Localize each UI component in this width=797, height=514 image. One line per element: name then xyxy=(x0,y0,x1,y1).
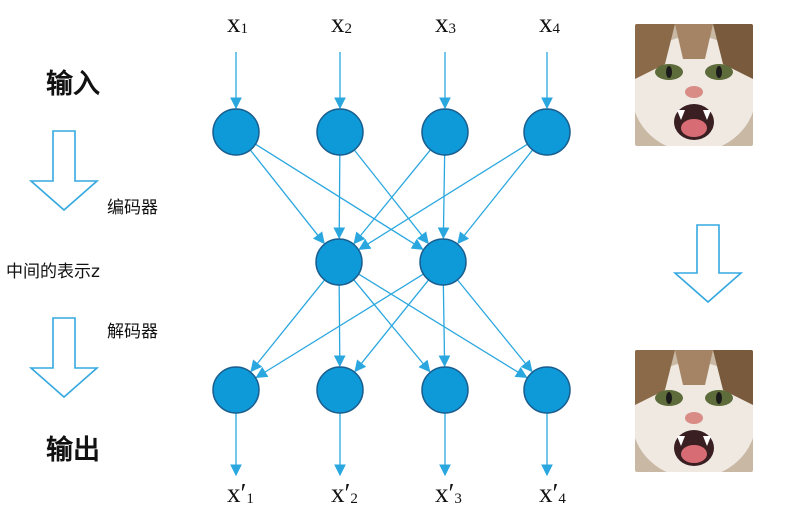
output-var-x3-prime: x′3 xyxy=(435,478,462,508)
output-var-x4-prime: x′4 xyxy=(539,478,566,508)
output-node-3 xyxy=(421,366,469,414)
decoder-flow-arrow-icon xyxy=(28,317,100,399)
input-label: 输入 xyxy=(46,69,100,100)
nodes-group xyxy=(212,108,571,414)
decoder-edge-2-4 xyxy=(456,279,533,373)
input-node-4 xyxy=(523,108,571,156)
encoder-edge-4-1 xyxy=(358,143,528,250)
encoder-flow-arrow-icon xyxy=(28,130,100,212)
input-node-2 xyxy=(316,108,364,156)
decoder-edge-2-1 xyxy=(255,273,424,378)
encoder-edge-3-1 xyxy=(353,149,431,245)
decoder-edge-1-1 xyxy=(250,279,326,373)
output-node-4 xyxy=(523,366,571,414)
image-flow-arrow-icon xyxy=(672,224,744,304)
input-var-x1: x1 xyxy=(227,8,248,38)
output-var-x1-prime: x′1 xyxy=(227,478,254,508)
encoder-edge-2-1 xyxy=(333,154,346,240)
input-var-x2: x2 xyxy=(331,8,352,38)
input-var-x4: x4 xyxy=(539,8,560,38)
input-cat-image xyxy=(635,24,753,146)
latent-node-2 xyxy=(419,238,467,286)
output-var-x2-prime: x′2 xyxy=(331,478,358,508)
output-node-2 xyxy=(316,366,364,414)
encoder-edge-2-2 xyxy=(353,149,429,245)
output-node-1 xyxy=(212,366,260,414)
latent-label: 中间的表示z xyxy=(6,262,100,282)
encoder-label: 编码器 xyxy=(107,198,158,218)
decoder-label: 解码器 xyxy=(107,322,158,342)
decoder-edge-2-3 xyxy=(438,284,451,368)
latent-node-1 xyxy=(315,238,363,286)
decoder-edge-1-4 xyxy=(358,273,528,379)
output-cat-image xyxy=(635,350,753,472)
output-label: 输出 xyxy=(46,435,100,466)
encoder-edge-1-1 xyxy=(249,149,325,245)
decoder-edge-2-2 xyxy=(354,279,430,373)
input-node-1 xyxy=(212,108,260,156)
input-var-x3: x3 xyxy=(435,8,456,38)
input-node-3 xyxy=(421,108,469,156)
encoder-edge-4-2 xyxy=(457,149,534,245)
edges-group xyxy=(230,52,553,477)
